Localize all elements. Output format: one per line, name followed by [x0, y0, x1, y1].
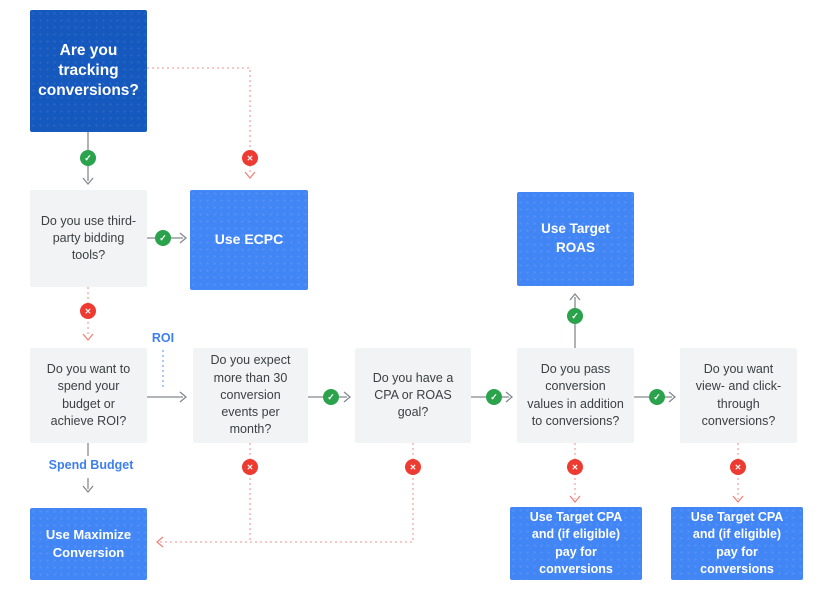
check-circle-icon: ✓ — [323, 389, 339, 405]
node-start-label: Are you tracking conversions? — [38, 41, 139, 100]
node-cpa-roas-goal-label: Do you have a CPA or ROAS goal? — [372, 370, 454, 420]
node-spend-or-roi: Do you want to spend your budget or achi… — [30, 348, 147, 443]
arrowhead-right — [343, 391, 352, 403]
no-path-arrowheads — [82, 171, 744, 548]
node-third-party-tools: Do you use third-party bidding tools? — [30, 190, 147, 287]
edge-label-roi: ROI — [151, 331, 175, 345]
node-spend-or-roi-label: Do you want to spend your budget or achi… — [46, 362, 131, 428]
arrowhead-down — [82, 485, 94, 494]
x-circle-icon: ✕ — [242, 150, 258, 166]
arrowhead-down — [82, 177, 94, 186]
x-circle-icon: ✕ — [242, 459, 258, 475]
node-third-party-label: Do you use third-party bidding tools? — [40, 213, 137, 263]
x-circle-icon: ✕ — [730, 459, 746, 475]
check-circle-icon: ✓ — [80, 150, 96, 166]
check-circle-icon: ✓ — [567, 308, 583, 324]
x-circle-icon: ✕ — [567, 459, 583, 475]
node-use-ecpc-label: Use ECPC — [214, 231, 284, 248]
arrowhead-down — [82, 333, 94, 342]
node-use-target-roas: Use Target ROAS — [517, 192, 634, 286]
node-cpa-roas-goal: Do you have a CPA or ROAS goal? — [355, 348, 471, 443]
x-circle-icon: ✕ — [405, 459, 421, 475]
arrowhead-up — [569, 292, 581, 301]
edge-cparoas-no-to-maxconv — [160, 443, 414, 543]
node-view-click-conversions: Do you want view- and click-through conv… — [680, 348, 797, 443]
node-pass-conversion-values: Do you pass conversion values in additio… — [517, 348, 634, 443]
arrowhead-right — [668, 391, 677, 403]
node-use-target-cpa-left-label: Use Target CPA and (if eligible) pay for… — [529, 509, 623, 577]
node-use-target-cpa-right-label: Use Target CPA and (if eligible) pay for… — [690, 509, 784, 577]
arrowhead-left — [155, 536, 164, 548]
node-use-target-cpa-left: Use Target CPA and (if eligible) pay for… — [510, 507, 642, 580]
node-start: Are you tracking conversions? — [30, 10, 147, 132]
arrowhead-down — [244, 171, 256, 180]
node-use-maximize-conversion-label: Use Maximize Conversion — [45, 526, 132, 560]
node-30-events: Do you expect more than 30 conversion ev… — [193, 348, 308, 443]
node-view-click-conversions-label: Do you want view- and click-through conv… — [695, 362, 782, 428]
node-30-events-label: Do you expect more than 30 conversion ev… — [210, 353, 291, 437]
node-use-ecpc: Use ECPC — [190, 190, 308, 290]
node-use-target-roas-label: Use Target ROAS — [541, 221, 610, 255]
node-use-maximize-conversion: Use Maximize Conversion — [30, 508, 147, 580]
arrowhead-right — [179, 232, 188, 244]
arrowhead-down — [569, 495, 581, 504]
edge-label-spend-budget: Spend Budget — [48, 458, 134, 472]
node-pass-conversion-values-label: Do you pass conversion values in additio… — [527, 362, 624, 428]
x-circle-icon: ✕ — [80, 303, 96, 319]
edge-start-no-to-ecpc — [147, 67, 251, 174]
check-circle-icon: ✓ — [155, 230, 171, 246]
node-use-target-cpa-right: Use Target CPA and (if eligible) pay for… — [671, 507, 803, 580]
check-circle-icon: ✓ — [649, 389, 665, 405]
arrowhead-right — [505, 391, 514, 403]
arrowhead-down — [732, 495, 744, 504]
arrowhead-right — [179, 391, 188, 403]
check-circle-icon: ✓ — [486, 389, 502, 405]
